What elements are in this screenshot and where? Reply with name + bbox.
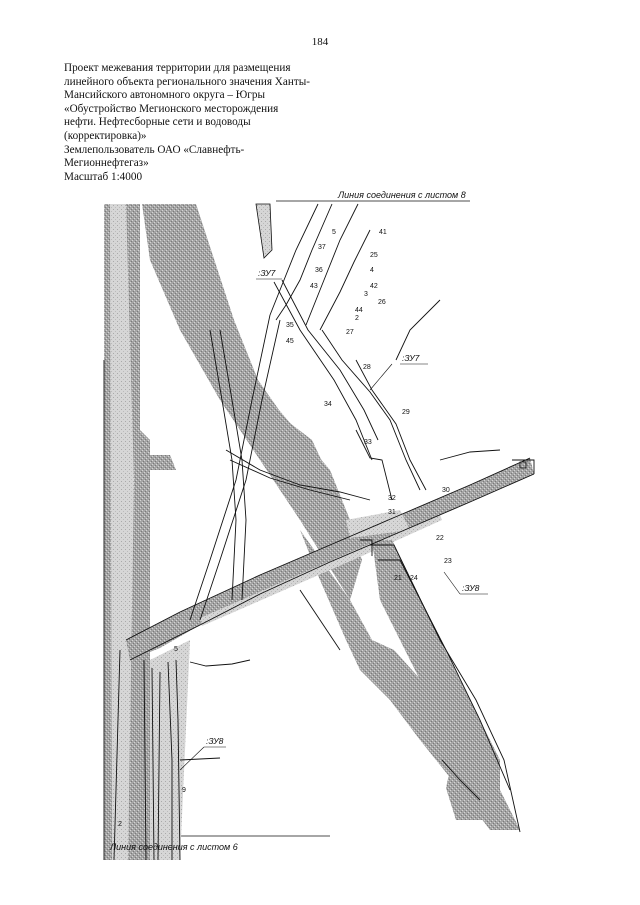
zone-label: :ЗУ7 bbox=[402, 353, 420, 363]
point-label: 33 bbox=[364, 439, 372, 446]
left-inner-band bbox=[110, 204, 134, 860]
point-label: 36 bbox=[315, 267, 323, 274]
boundary-line bbox=[157, 671, 161, 861]
boundary-line bbox=[275, 203, 333, 321]
title-line: линейного объекта регионального значения… bbox=[64, 75, 310, 88]
title-line: Мегионнефтегаз» bbox=[64, 157, 149, 170]
boundary-line bbox=[189, 659, 251, 667]
title-line: Землепользователь ОАО «Славнефть- bbox=[64, 143, 245, 156]
boundary-line bbox=[125, 457, 531, 641]
bottom-left-corridor bbox=[150, 640, 190, 860]
upper-narrow-corridor bbox=[255, 203, 273, 259]
boundary-line bbox=[360, 539, 373, 556]
boundary-line bbox=[441, 759, 481, 801]
zone-leader bbox=[369, 363, 393, 391]
central-triangle-hatch bbox=[234, 380, 350, 520]
point-label: 2 bbox=[355, 315, 359, 322]
point-label: 30 bbox=[442, 487, 450, 494]
point-label: 34 bbox=[324, 401, 332, 408]
point-label: 24 bbox=[410, 575, 418, 582]
title-line: «Обустройство Мегионского месторождения bbox=[64, 102, 279, 115]
end-marker bbox=[519, 461, 527, 469]
point-label: 2 bbox=[118, 821, 122, 828]
point-label: 5 bbox=[174, 646, 178, 653]
boundary-line bbox=[281, 279, 379, 441]
boundary-line bbox=[299, 589, 341, 651]
boundary-line bbox=[175, 659, 181, 861]
title-line: Мансийского автономного округа – Югры bbox=[64, 89, 266, 102]
boundary-line bbox=[143, 659, 147, 861]
boundary-line bbox=[151, 667, 155, 861]
boundary-line bbox=[512, 459, 535, 474]
point-label: 28 bbox=[363, 364, 371, 371]
scale-label: Масштаб 1:4000 bbox=[64, 170, 143, 183]
point-label: 23 bbox=[444, 558, 452, 565]
title-line: нефти. Нефтесборные сети и водоводы bbox=[64, 116, 251, 129]
boundary-line bbox=[439, 449, 501, 461]
boundary-line bbox=[273, 281, 373, 461]
boundary-line bbox=[209, 329, 237, 601]
boundary-line bbox=[355, 429, 393, 501]
boundary-line bbox=[305, 203, 359, 326]
title-block: Проект межевания территории для размещен… bbox=[64, 62, 364, 184]
point-label: 3 bbox=[364, 291, 368, 298]
boundary-line bbox=[229, 459, 351, 501]
point-label: 31 bbox=[388, 509, 396, 516]
point-label: 43 bbox=[310, 283, 318, 290]
point-label: 26 bbox=[378, 299, 386, 306]
title-line: Проект межевания территории для размещен… bbox=[64, 62, 291, 74]
title-line: (корректировка)» bbox=[64, 129, 147, 142]
point-label: 5 bbox=[332, 229, 336, 236]
boundary-line bbox=[179, 757, 221, 761]
left-small-block bbox=[136, 455, 176, 470]
boundary-line bbox=[370, 544, 521, 833]
boundary-line bbox=[129, 473, 535, 661]
point-label: 32 bbox=[388, 495, 396, 502]
point-label: 45 bbox=[286, 338, 294, 345]
boundary-line bbox=[321, 329, 421, 491]
zone-label: :ЗУ8 bbox=[206, 736, 224, 746]
point-label: 22 bbox=[436, 535, 444, 542]
zone-label: :ЗУ7 bbox=[258, 268, 276, 278]
boundary-line bbox=[189, 314, 271, 621]
point-label: 35 bbox=[286, 322, 294, 329]
boundary-line bbox=[355, 359, 427, 491]
boundary-line bbox=[199, 319, 281, 621]
point-label: 41 bbox=[379, 229, 387, 236]
point-label: 37 bbox=[318, 244, 326, 251]
zone-label: :ЗУ8 bbox=[462, 583, 480, 593]
boundary-line bbox=[395, 299, 441, 361]
boundary-line bbox=[269, 203, 319, 316]
point-label: 29 bbox=[402, 409, 410, 416]
boundary-line bbox=[378, 559, 511, 791]
point-label: 44 bbox=[355, 307, 363, 314]
top-connection-caption: Линия соединения с листом 8 bbox=[337, 190, 466, 200]
right-lower-corridor bbox=[372, 540, 500, 820]
boundary-line bbox=[219, 329, 247, 601]
boundary-line bbox=[113, 649, 121, 861]
boundary-line bbox=[167, 661, 173, 860]
point-label: 21 bbox=[394, 575, 402, 582]
point-label: 42 bbox=[370, 283, 378, 290]
zone-leader bbox=[443, 571, 461, 595]
zone-leader bbox=[179, 746, 205, 771]
bottom-connection-caption: Линия соединения с листом 6 bbox=[109, 842, 238, 852]
point-label: 9 bbox=[182, 787, 186, 794]
boundary-line bbox=[225, 449, 371, 501]
point-label: 25 bbox=[370, 252, 378, 259]
page-number: 184 bbox=[311, 36, 329, 48]
point-label: 4 bbox=[370, 267, 374, 274]
point-label: 27 bbox=[346, 329, 354, 336]
boundary-line bbox=[319, 229, 371, 331]
